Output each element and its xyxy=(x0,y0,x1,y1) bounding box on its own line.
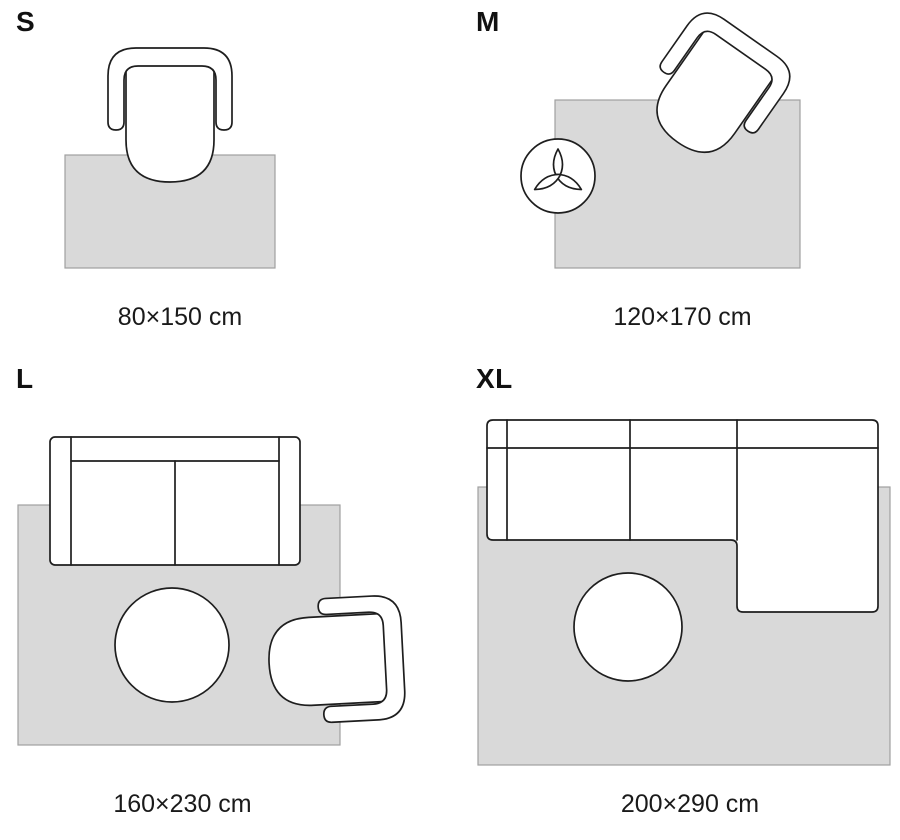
size-s-diagram xyxy=(64,47,276,269)
plant-leaf xyxy=(554,173,583,191)
dimension-label-l: 160×230 cm xyxy=(113,790,252,818)
dimension-label-xl: 200×290 cm xyxy=(620,790,760,818)
plant-icon xyxy=(520,138,596,214)
size-l-diagram xyxy=(17,436,408,746)
coffee-table-icon xyxy=(114,587,230,703)
sofa-icon xyxy=(49,436,301,566)
sectional-sofa-icon xyxy=(486,419,879,613)
size-m-diagram xyxy=(520,3,801,269)
size-label-s: S xyxy=(16,6,36,37)
size-xl-diagram xyxy=(477,419,891,766)
plant-leaf xyxy=(552,148,564,180)
plant-leaf xyxy=(533,173,562,191)
size-label-m: M xyxy=(476,6,500,37)
coffee-table-icon xyxy=(573,572,683,682)
dimension-label-s: 80×150 cm xyxy=(117,303,243,331)
size-label-l: L xyxy=(16,363,34,394)
dimension-label-m: 120×170 cm xyxy=(613,303,752,331)
size-label-xl: XL xyxy=(476,363,513,394)
